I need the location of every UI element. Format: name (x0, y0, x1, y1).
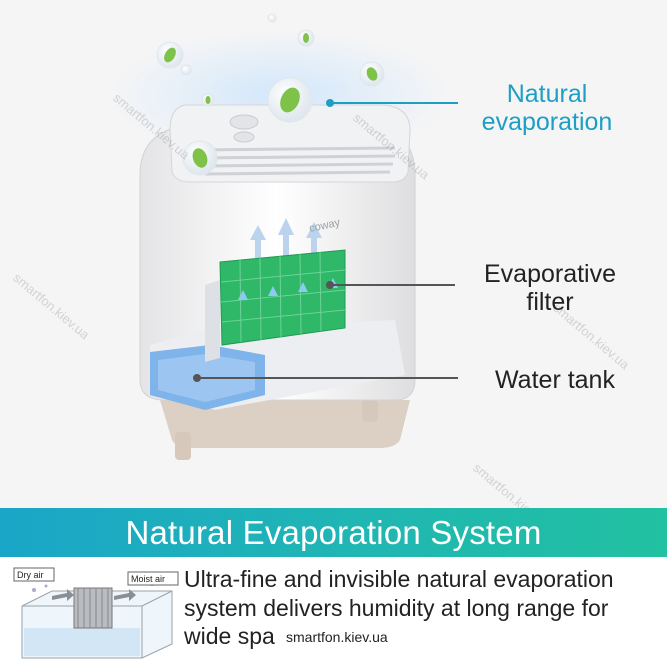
leaf-bubble-icon (156, 41, 184, 69)
arrow-icon (114, 589, 136, 601)
leaf-bubble-icon (201, 93, 215, 107)
leaf-bubble-icon (182, 140, 218, 176)
evaporative-filter (219, 249, 346, 346)
title-banner: Natural Evaporation System (0, 508, 667, 557)
arrow-icon (52, 589, 74, 601)
callout-natural-evaporation: Natural evaporation (481, 80, 613, 136)
banner-title: Natural Evaporation System (125, 514, 542, 551)
description-text: Ultra-fine and invisible natural evapora… (184, 566, 614, 649)
evaporation-diagram: Dry air Moist air (13, 567, 179, 659)
moist-air-label: Moist air (131, 574, 165, 584)
diagram-inset: Dry air Moist air (12, 566, 182, 660)
callout-line-filter (326, 281, 455, 289)
device-foot (362, 400, 378, 422)
product-photo: coway (10, 13, 633, 533)
top-panel (169, 104, 411, 183)
leaf-bubble-icon (267, 77, 313, 123)
humidifier-illustration: coway (110, 13, 458, 460)
dry-air-label: Dry air (17, 570, 44, 580)
callout-line-tank (193, 374, 458, 382)
leaf-bubble-icon (359, 61, 385, 87)
callout-evaporative-filter: Evaporative filter (483, 260, 617, 316)
device-base (160, 400, 410, 448)
watermark-label: smartfon.kiev.ua (282, 628, 392, 646)
callout-line-natural (326, 99, 458, 107)
top-vents (197, 146, 396, 176)
callout-water-tank: Water tank (495, 366, 615, 394)
device-foot (175, 432, 191, 460)
airflow-arrows (250, 218, 322, 262)
filter-frame (205, 280, 220, 362)
control-button (233, 131, 255, 143)
control-button (229, 114, 259, 130)
leaf-bubble-icon (297, 29, 315, 47)
